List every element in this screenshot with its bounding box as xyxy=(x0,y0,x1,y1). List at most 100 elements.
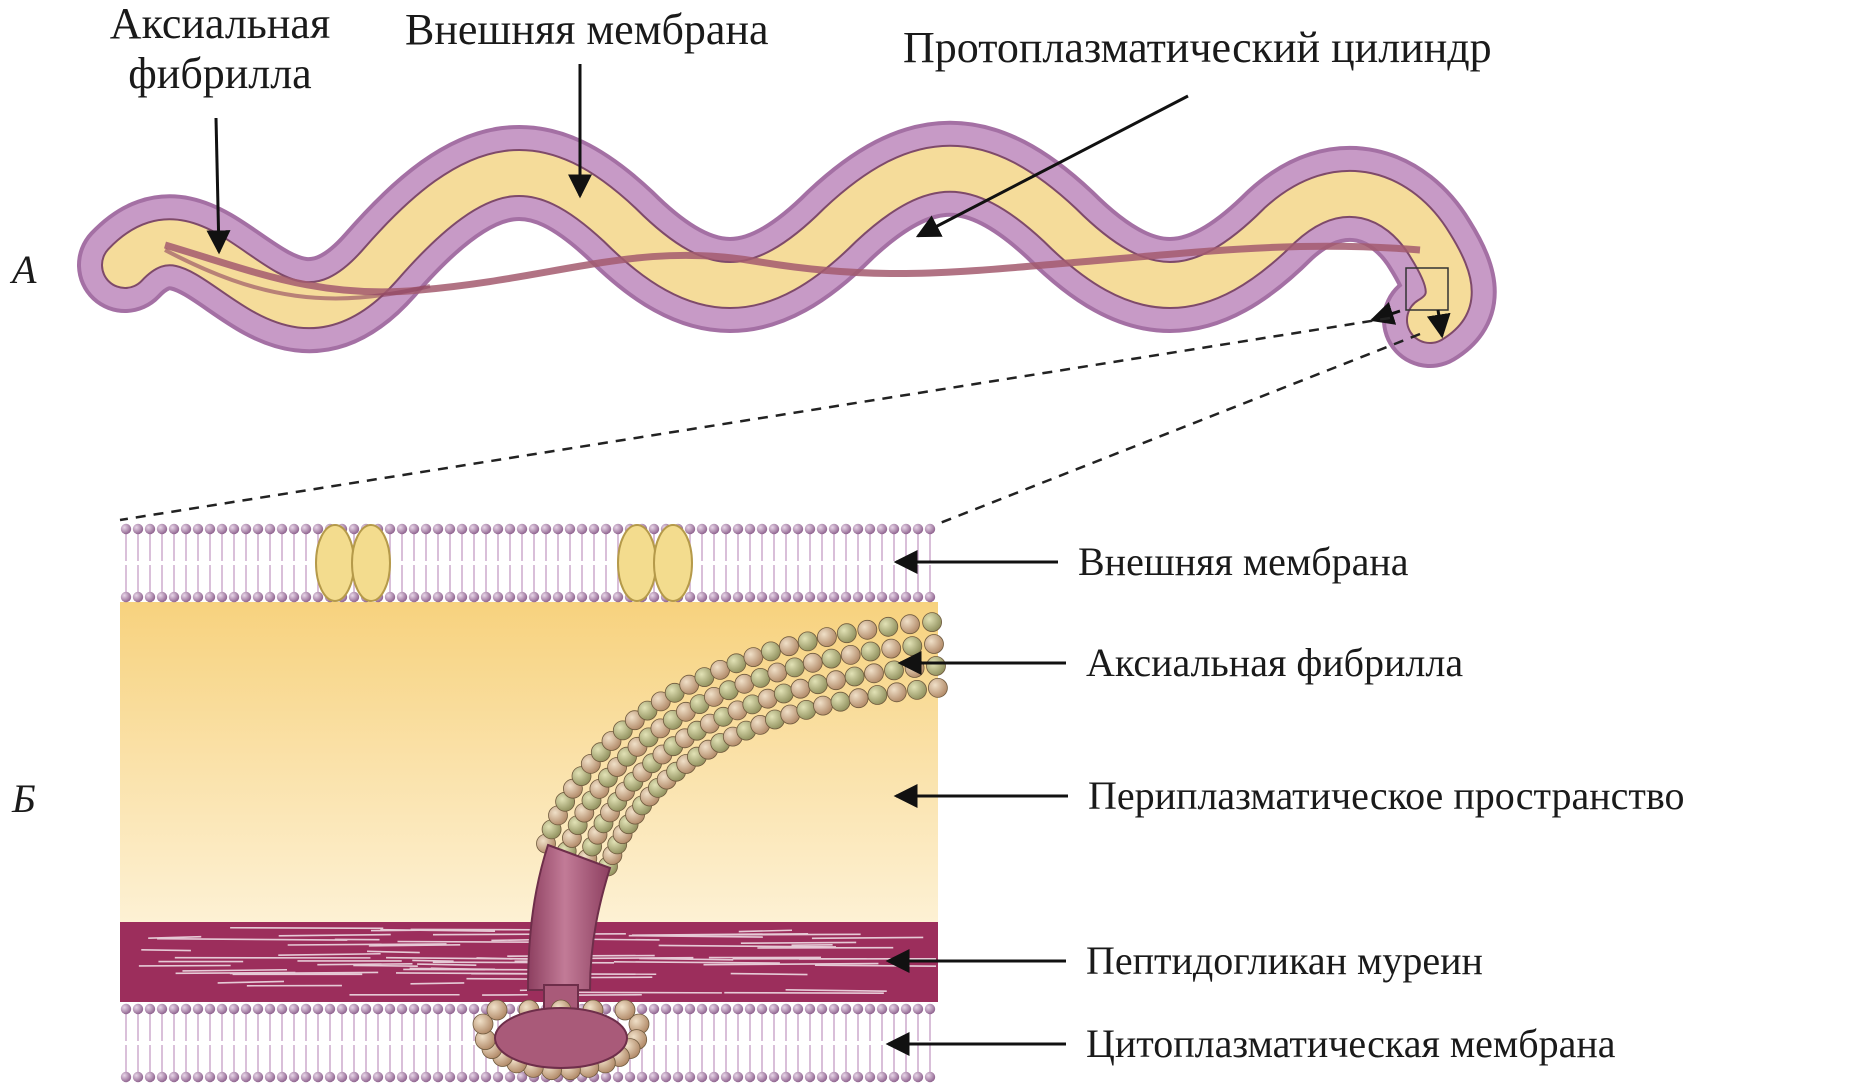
lipid-head xyxy=(433,524,443,534)
fibril-subunit-bead xyxy=(927,657,946,676)
label-outer-membrane-a: Внешняя мембрана xyxy=(405,5,769,54)
lipid-head xyxy=(181,592,191,602)
lipid-head xyxy=(241,1072,251,1082)
lipid-head xyxy=(925,1072,935,1082)
lipid-head xyxy=(853,592,863,602)
lipid-head xyxy=(445,524,455,534)
lipid-head xyxy=(853,1004,863,1014)
lipid-head xyxy=(121,1004,131,1014)
fibril-subunit-bead xyxy=(887,683,906,702)
porin-protein xyxy=(654,525,692,601)
fibril-subunit-bead xyxy=(822,649,841,668)
peptidoglycan-fiber xyxy=(815,965,936,966)
lipid-head xyxy=(469,524,479,534)
lipid-head xyxy=(745,1004,755,1014)
lipid-head xyxy=(397,524,407,534)
lipid-head xyxy=(313,524,323,534)
lipid-head xyxy=(925,524,935,534)
periplasmic-space-region xyxy=(120,602,938,922)
lipid-head xyxy=(589,592,599,602)
lipid-head xyxy=(457,1072,467,1082)
lipid-head xyxy=(433,1004,443,1014)
lipid-head xyxy=(553,592,563,602)
lipid-head xyxy=(901,524,911,534)
lipid-head xyxy=(913,1072,923,1082)
lipid-head xyxy=(721,1072,731,1082)
lipid-head xyxy=(349,524,359,534)
lipid-head xyxy=(865,1072,875,1082)
lipid-head xyxy=(709,592,719,602)
lipid-head xyxy=(289,592,299,602)
lipid-head xyxy=(253,524,263,534)
lipid-head xyxy=(757,1004,767,1014)
lipid-head xyxy=(229,1072,239,1082)
fibril-subunit-bead xyxy=(808,675,827,694)
lipid-head xyxy=(877,524,887,534)
lipid-head xyxy=(841,1004,851,1014)
lipid-head xyxy=(493,592,503,602)
lipid-head xyxy=(841,592,851,602)
lipid-head xyxy=(565,592,575,602)
lipid-head xyxy=(265,592,275,602)
fibril-subunit-bead xyxy=(803,653,822,672)
lipid-head xyxy=(577,592,587,602)
fibril-subunit-bead xyxy=(901,615,920,634)
lipid-head xyxy=(733,592,743,602)
lipid-head xyxy=(757,592,767,602)
panel-a: Аксиальная фибрилла Внешняя мембрана Про… xyxy=(9,0,1492,525)
lipid-head xyxy=(481,1072,491,1082)
lipid-head xyxy=(193,1004,203,1014)
fibril-subunit-bead xyxy=(827,671,846,690)
lipid-head xyxy=(637,1004,647,1014)
lipid-head xyxy=(817,1072,827,1082)
fibril-subunit-bead xyxy=(798,632,817,651)
lipid-head xyxy=(661,1004,671,1014)
lipid-head xyxy=(325,1072,335,1082)
lipid-head xyxy=(817,592,827,602)
lipid-head xyxy=(181,1004,191,1014)
peptidoglycan-fiber xyxy=(369,945,460,946)
lipid-head xyxy=(313,1072,323,1082)
fibril-subunit-bead xyxy=(791,679,810,698)
lipid-head xyxy=(709,1004,719,1014)
lipid-head xyxy=(169,524,179,534)
lipid-head xyxy=(649,524,659,534)
lipid-head xyxy=(397,1072,407,1082)
fibril-subunit-bead xyxy=(845,667,864,686)
lipid-head xyxy=(817,524,827,534)
lipid-head xyxy=(205,1072,215,1082)
lipid-head xyxy=(457,592,467,602)
peptidoglycan-fiber xyxy=(812,937,923,938)
lipid-head xyxy=(241,592,251,602)
lipid-head xyxy=(649,592,659,602)
lipid-head xyxy=(265,1004,275,1014)
fibril-subunit-bead xyxy=(903,637,922,656)
peptidoglycan-fiber xyxy=(317,964,412,965)
fibril-subunit-bead xyxy=(923,613,942,632)
fibril-subunit-bead xyxy=(761,642,780,661)
lipid-head xyxy=(781,592,791,602)
fibril-subunit-bead xyxy=(837,624,856,643)
lipid-head xyxy=(505,1072,515,1082)
lipid-head xyxy=(145,524,155,534)
lipid-head xyxy=(253,1072,263,1082)
fibril-subunit-bead xyxy=(861,642,880,661)
lipid-head xyxy=(265,524,275,534)
lipid-head xyxy=(313,1004,323,1014)
lipid-head xyxy=(229,524,239,534)
lipid-head xyxy=(757,524,767,534)
lipid-head xyxy=(625,1072,635,1082)
lipid-head xyxy=(769,1072,779,1082)
lipid-head xyxy=(421,592,431,602)
fibril-subunit-bead xyxy=(858,620,877,639)
lipid-head xyxy=(361,1004,371,1014)
lipid-head xyxy=(733,1004,743,1014)
lipid-head xyxy=(697,1004,707,1014)
peptidoglycan-fiber xyxy=(555,992,721,993)
lipid-head xyxy=(865,1004,875,1014)
lipid-head xyxy=(781,1072,791,1082)
fibril-subunit-bead xyxy=(831,692,850,711)
lipid-head xyxy=(217,592,227,602)
lipid-head xyxy=(745,1072,755,1082)
lipid-head xyxy=(829,592,839,602)
